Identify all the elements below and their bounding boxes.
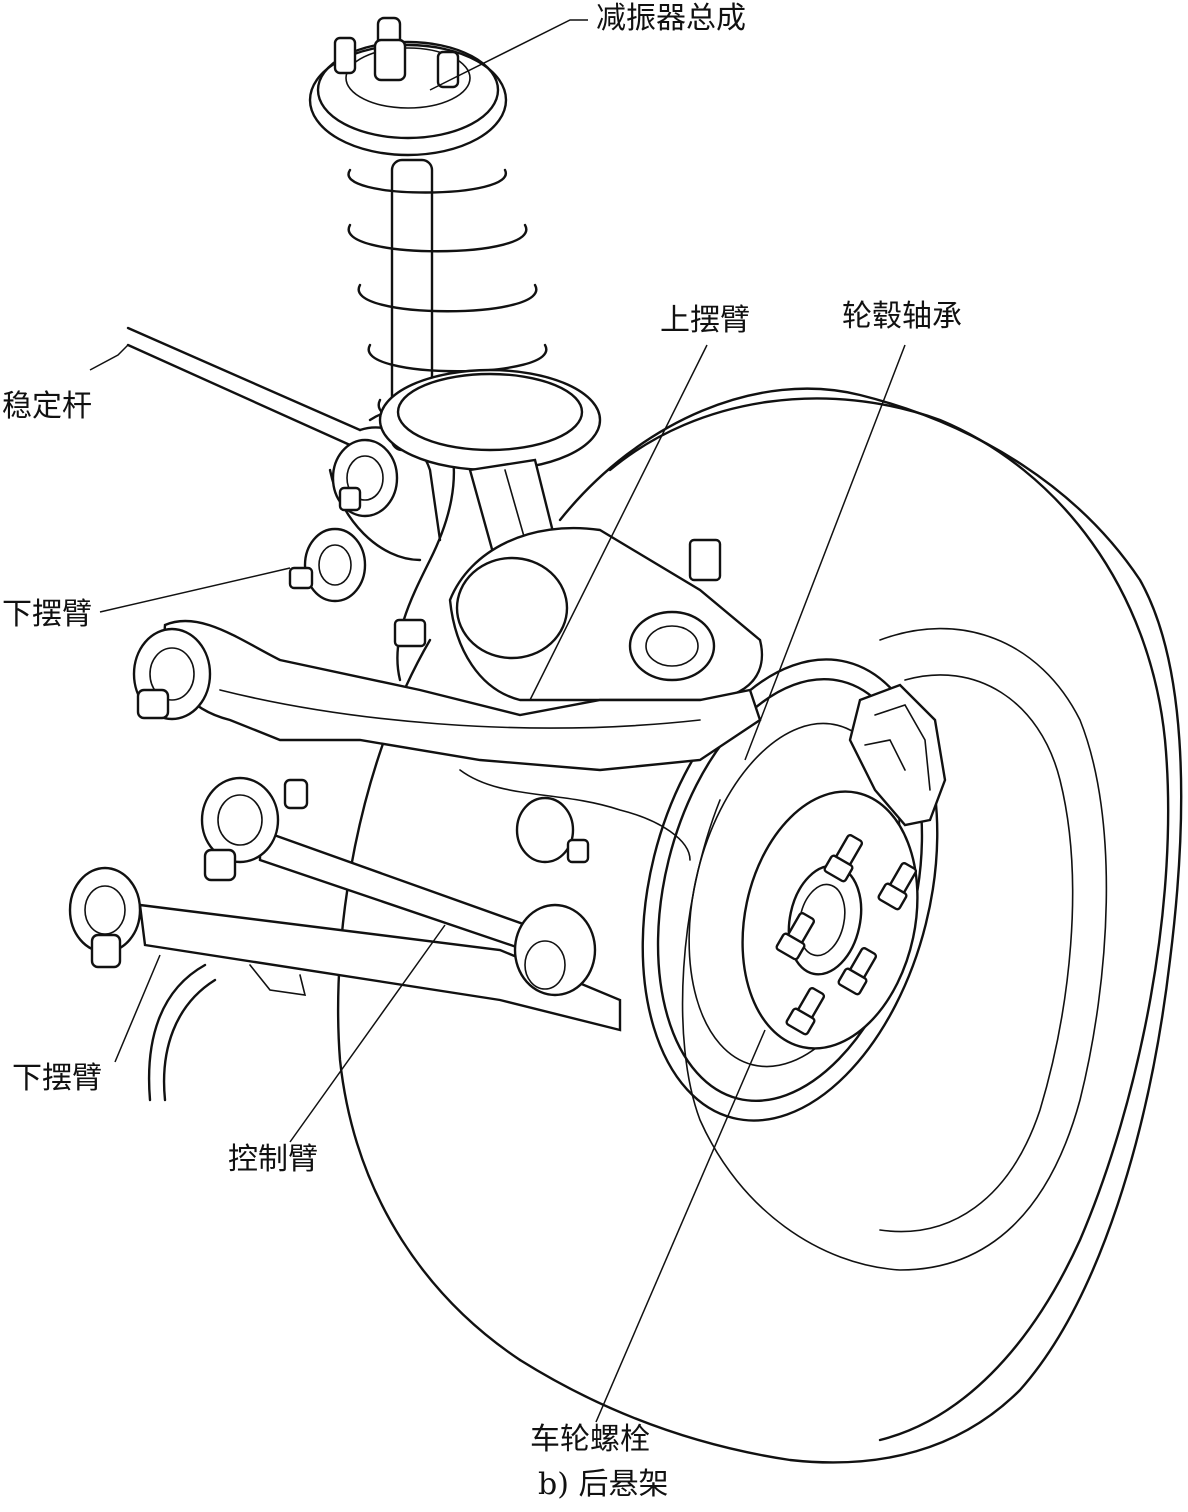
leader-hub-bearing — [744, 344, 906, 761]
control-arm — [200, 776, 542, 957]
wheel-bolts — [775, 834, 918, 1036]
label-hub-bearing: 轮毂轴承 — [842, 299, 962, 334]
leader-shock-absorber — [429, 19, 588, 91]
leader-lower-arm-front — [99, 567, 291, 613]
label-stabilizer-bar: 稳定杆 — [2, 389, 92, 424]
label-lower-arm-rear: 下摆臂 — [12, 1061, 102, 1096]
label-control-arm: 控制臂 — [228, 1142, 318, 1177]
label-wheel-bolt: 车轮螺栓 — [530, 1422, 650, 1457]
lower-arm-rear — [68, 866, 622, 1102]
figure-caption: b) 后悬架 — [538, 1467, 669, 1502]
leader-lines — [89, 19, 906, 1423]
label-lower-arm-front: 下摆臂 — [2, 597, 92, 632]
label-upper-arm: 上摆臂 — [660, 303, 750, 338]
leader-wheel-bolt — [595, 1029, 766, 1423]
brake-caliper — [848, 683, 947, 827]
leader-lower-arm-rear — [114, 954, 161, 1063]
leader-stabilizer-bar — [89, 344, 129, 371]
leader-control-arm — [289, 924, 446, 1143]
brake-line — [459, 769, 691, 864]
tire — [336, 387, 1183, 1464]
leader-upper-arm — [529, 344, 708, 701]
label-shock-absorber: 减振器总成 — [596, 1, 746, 36]
upper-arm — [393, 526, 763, 702]
